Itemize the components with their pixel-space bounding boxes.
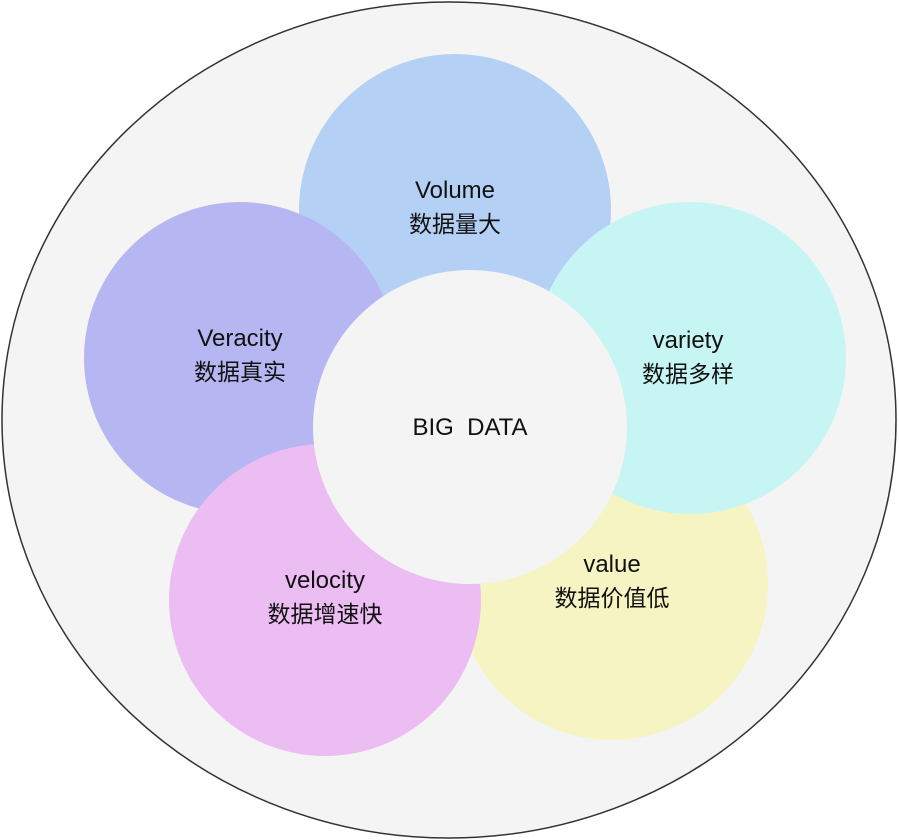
volume-en: Volume: [414, 177, 496, 204]
variety-en: variety: [652, 327, 724, 354]
value-label: value 数据价值低: [555, 548, 670, 616]
volume-cn: 数据量大: [409, 212, 501, 238]
veracity-label: Veracity 数据真实: [194, 322, 286, 390]
center-circle: [313, 270, 627, 584]
velocity-cn: 数据增速快: [267, 602, 383, 628]
variety-label: variety 数据多样: [642, 324, 734, 392]
value-en: value: [583, 551, 641, 578]
veracity-en: Veracity: [197, 325, 283, 352]
center-label: BIG DATA: [412, 414, 528, 441]
velocity-label: velocity 数据增速快: [268, 564, 383, 632]
variety-cn: 数据多样: [642, 362, 734, 388]
veracity-cn: 数据真实: [194, 360, 286, 386]
volume-label: Volume 数据量大: [409, 174, 501, 242]
value-cn: 数据价值低: [554, 586, 670, 612]
velocity-en: velocity: [284, 567, 366, 594]
